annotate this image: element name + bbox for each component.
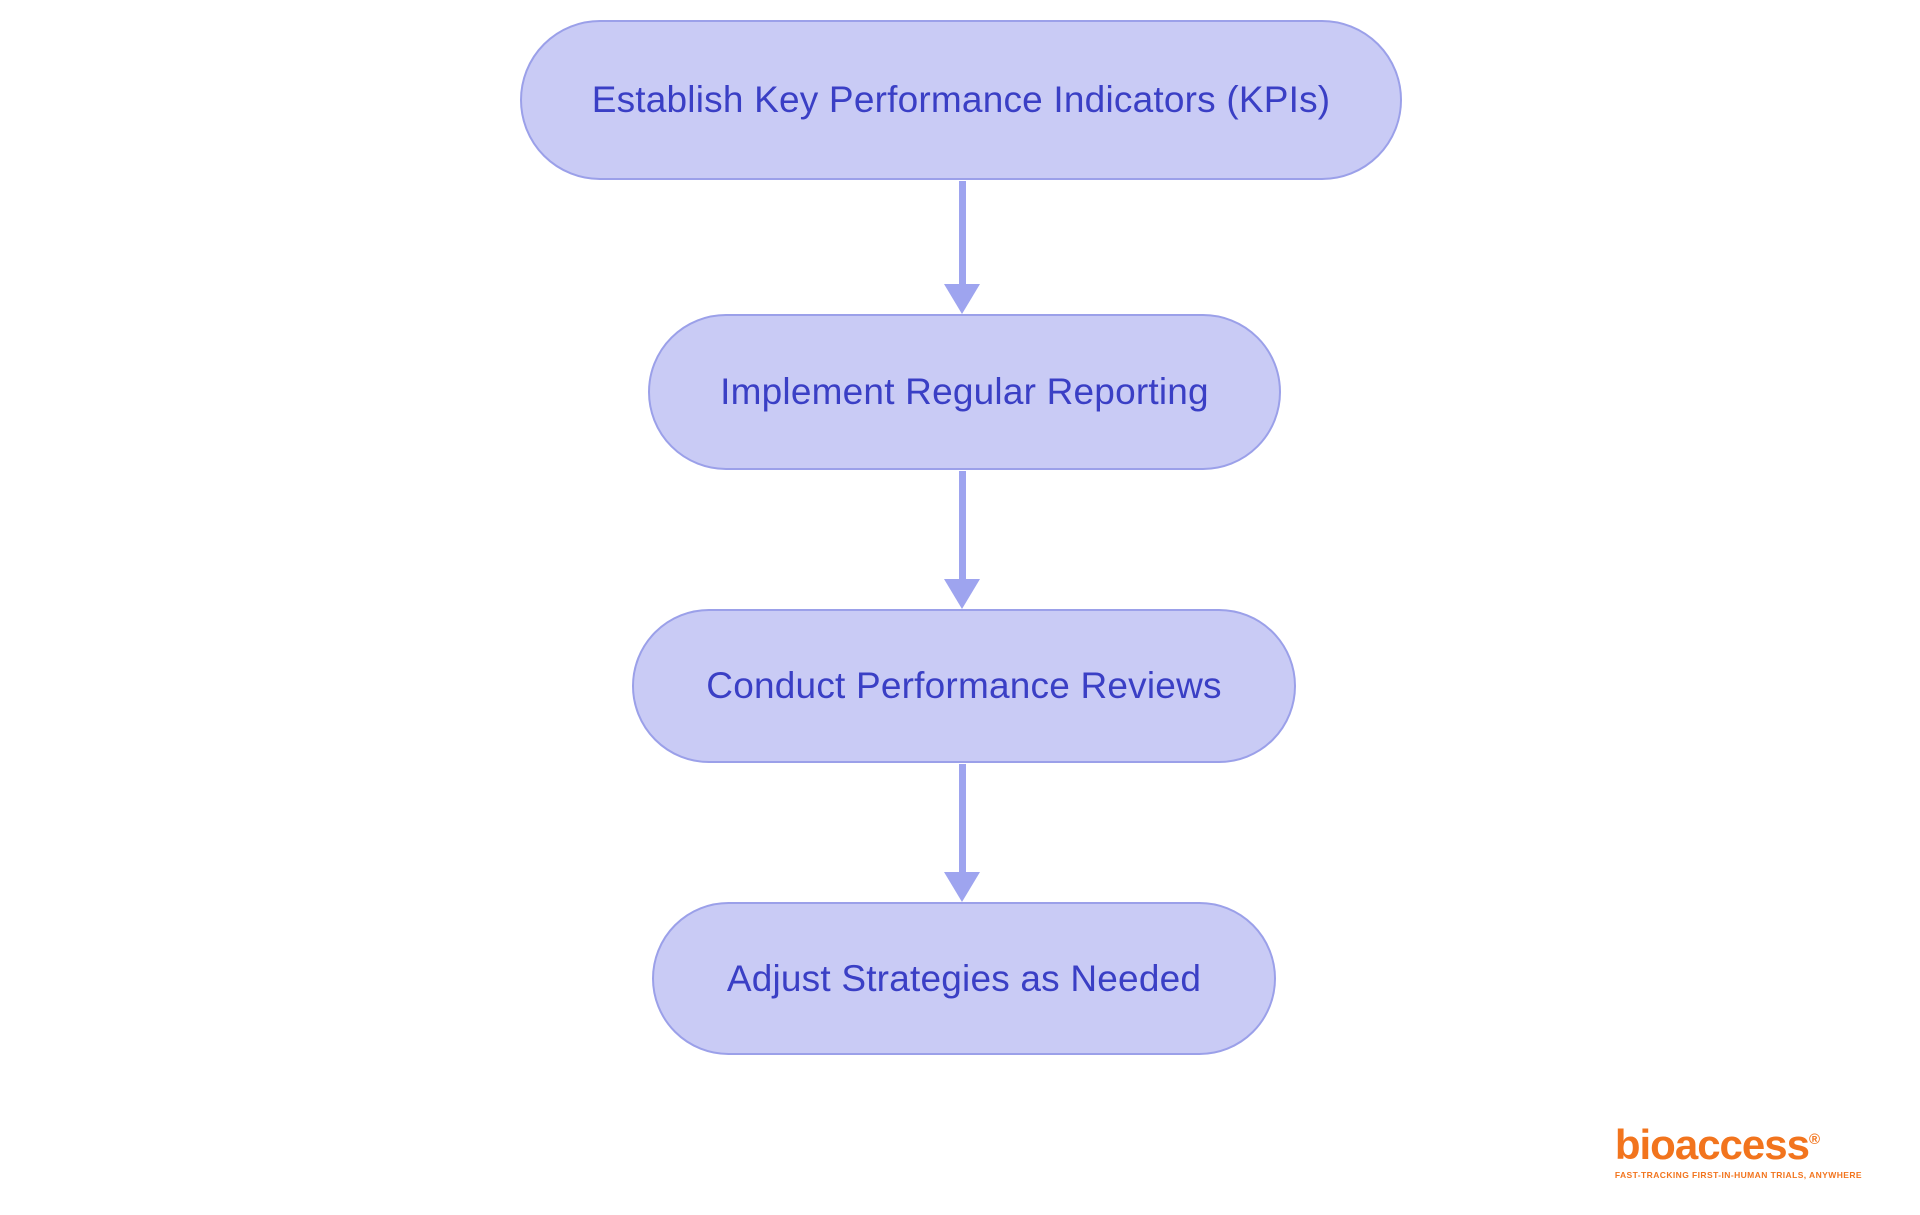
- bioaccess-tagline: FAST-TRACKING FIRST-IN-HUMAN TRIALS, ANY…: [1614, 1170, 1862, 1180]
- flow-node-label: Implement Regular Reporting: [720, 371, 1209, 412]
- arrow-shaft: [958, 471, 966, 579]
- brand-text: bioaccess: [1614, 1121, 1810, 1168]
- arrowhead-icon: [944, 284, 980, 314]
- bioaccess-logo: bioaccess® FAST-TRACKING FIRST-IN-HUMAN …: [1614, 1124, 1862, 1181]
- flow-node-performance-reviews: Conduct Performance Reviews: [632, 609, 1296, 763]
- flow-node-label: Establish Key Performance Indicators (KP…: [591, 79, 1331, 120]
- arrow-shaft: [958, 764, 966, 872]
- arrowhead-icon: [944, 579, 980, 609]
- arrow-down-3: [944, 764, 980, 902]
- flow-node-implement-reporting: Implement Regular Reporting: [648, 314, 1281, 470]
- flow-node-label: Conduct Performance Reviews: [706, 665, 1222, 706]
- arrow-down-2: [944, 471, 980, 609]
- flow-node-adjust-strategies: Adjust Strategies as Needed: [652, 902, 1276, 1055]
- arrow-down-1: [944, 181, 980, 314]
- flow-node-label: Adjust Strategies as Needed: [726, 957, 1202, 999]
- bioaccess-wordmark: bioaccess®: [1615, 1124, 1862, 1166]
- flow-node-establish-kpis: Establish Key Performance Indicators (KP…: [520, 20, 1402, 180]
- registered-trademark-symbol: ®: [1809, 1131, 1821, 1148]
- arrowhead-icon: [944, 872, 980, 902]
- arrow-shaft: [958, 181, 966, 284]
